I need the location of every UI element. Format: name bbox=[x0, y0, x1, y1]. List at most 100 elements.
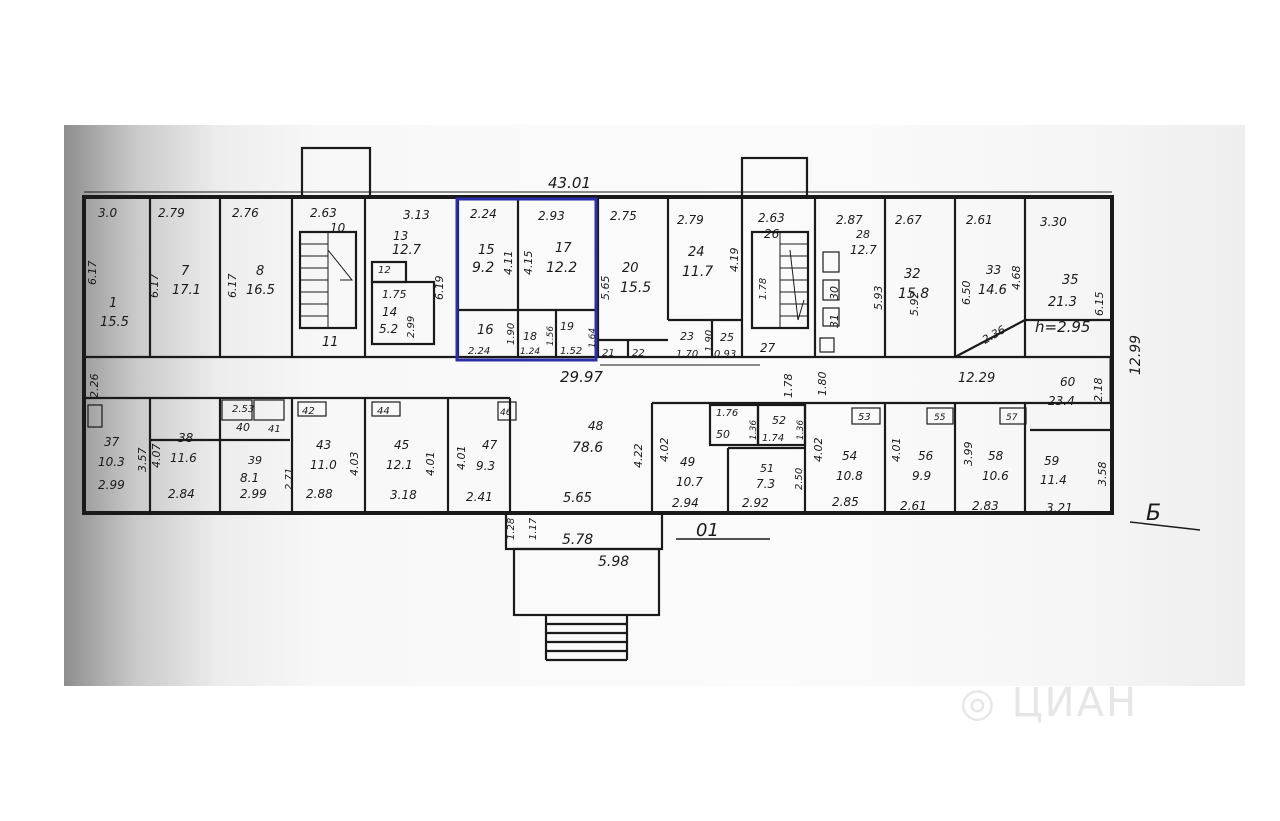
room-label-r14-d: 2.99 bbox=[406, 316, 417, 338]
room-label-r23-w: 1.70 bbox=[676, 349, 698, 360]
room-label-r1-no: 1 bbox=[109, 296, 117, 311]
room-label-r16-w: 2.24 bbox=[468, 346, 490, 357]
porch bbox=[512, 547, 661, 617]
corridor-length-right-label: 12.29 bbox=[958, 371, 995, 386]
room-label-r23-d: 1.90 bbox=[704, 330, 715, 352]
room-label-r25-no: 25 bbox=[720, 331, 734, 344]
room-label-r43-area: 11.0 bbox=[310, 458, 337, 472]
room-label-r39-area: 8.1 bbox=[240, 471, 259, 485]
room-label-r35-d: 6.15 bbox=[1093, 292, 1106, 317]
room-label-r45-w: 3.18 bbox=[390, 488, 417, 502]
room-label-r54-no: 54 bbox=[842, 449, 857, 463]
room-label-e-d1: 1.28 bbox=[506, 518, 517, 540]
room-label-r40-w: 2.53 bbox=[232, 404, 254, 415]
room-label-r57-no: 57 bbox=[1006, 413, 1018, 423]
room-label-r28-no: 28 bbox=[856, 228, 870, 241]
room-label-r26-d: 1.78 bbox=[758, 278, 769, 300]
room-label-r21-no: 21 bbox=[602, 348, 615, 359]
entrance-width-label: 5.78 bbox=[562, 532, 593, 548]
room-label-r52-no: 52 bbox=[772, 414, 786, 427]
room-label-r17-no: 17 bbox=[555, 241, 572, 256]
room-label-r33-w: 2.61 bbox=[966, 213, 993, 227]
room-label-r43-d: 4.03 bbox=[348, 452, 361, 477]
room-label-r54-area: 10.8 bbox=[836, 469, 863, 483]
room-label-r47-w: 2.41 bbox=[466, 490, 493, 504]
room-label-r26-w: 2.63 bbox=[758, 211, 785, 225]
room-label-r27-no: 27 bbox=[760, 341, 776, 355]
room-label-r32-area: 15.8 bbox=[898, 286, 929, 302]
floor-plan-scan bbox=[64, 125, 1245, 686]
room-label-r1-w: 3.0 bbox=[98, 206, 117, 220]
stair-projection-left bbox=[300, 146, 372, 199]
room-label-r26-no: 26 bbox=[764, 227, 780, 241]
room-label-r48-w: 5.65 bbox=[563, 491, 592, 506]
room-label-r56-d: 4.01 bbox=[890, 438, 903, 463]
room-label-e-d2: 1.17 bbox=[528, 517, 539, 540]
room-label-r52-w: 1.74 bbox=[762, 433, 784, 444]
room-label-r8-w: 2.76 bbox=[232, 206, 259, 220]
room-label-r39-w: 2.99 bbox=[240, 487, 267, 501]
room-label-r50-d: 1.36 bbox=[749, 420, 759, 440]
room-label-r10-no: 10 bbox=[330, 221, 346, 235]
room-label-r7-w: 2.79 bbox=[158, 206, 185, 220]
stair-left-treads bbox=[300, 232, 354, 328]
room-label-r38-d: 4.07 bbox=[150, 444, 163, 469]
room-label-r33-d: 6.50 bbox=[960, 281, 973, 306]
room-label-r33-no: 33 bbox=[986, 263, 1001, 277]
room-label-r15-no: 15 bbox=[478, 243, 495, 258]
room-label-r16-no: 16 bbox=[477, 323, 494, 338]
room-label-r13-area: 12.7 bbox=[392, 243, 422, 258]
room-label-r49-w: 2.94 bbox=[672, 496, 699, 510]
stair-right-treads bbox=[779, 232, 808, 328]
section-label-b: Б bbox=[1146, 501, 1161, 526]
room-label-r20-no: 20 bbox=[622, 261, 639, 276]
room-label-r18-d: 1.56 bbox=[546, 326, 556, 346]
room-label-r33-area: 14.6 bbox=[978, 283, 1007, 298]
room-label-c-w: 2.26 bbox=[88, 374, 101, 399]
room-label-r19-w: 1.52 bbox=[560, 346, 582, 357]
ceiling-height-label: h=2.95 bbox=[1035, 318, 1090, 336]
room-label-r34-w: 2.36 bbox=[980, 323, 1008, 347]
room-label-r15-w: 2.24 bbox=[470, 207, 497, 221]
room-label-r59-d: 3.58 bbox=[1096, 462, 1109, 487]
room-label-r52-d: 1.36 bbox=[796, 420, 806, 440]
room-label-r24-w: 2.79 bbox=[677, 213, 704, 227]
room-label-r30-no: 30 bbox=[828, 286, 841, 300]
room-label-r10-w: 2.63 bbox=[310, 206, 337, 220]
room-label-r56-w: 2.61 bbox=[900, 499, 927, 513]
room-label-r45-d: 4.01 bbox=[424, 452, 437, 477]
room-label-r8-d: 6.17 bbox=[226, 274, 239, 299]
room-label-r18-no: 18 bbox=[523, 330, 537, 343]
room-label-r39-d: 2.71 bbox=[284, 468, 295, 490]
room-label-r49-no: 49 bbox=[680, 455, 695, 469]
room-label-r46-no: 46 bbox=[500, 408, 512, 418]
room-label-r53-no: 53 bbox=[858, 412, 871, 423]
porch-steps bbox=[544, 615, 629, 662]
room-label-r41-no: 41 bbox=[268, 424, 281, 435]
room-label-c-d2: 1.80 bbox=[816, 372, 829, 397]
room-label-r13-w: 3.13 bbox=[403, 208, 430, 222]
room-label-r13-no: 13 bbox=[393, 229, 408, 243]
room-label-r32-d: 5.92 bbox=[908, 292, 921, 317]
room-label-r56-no: 56 bbox=[918, 449, 934, 463]
room-label-r14-no: 14 bbox=[382, 305, 397, 319]
room-label-r35-area: 21.3 bbox=[1048, 295, 1077, 310]
room-label-r54-d: 4.02 bbox=[812, 438, 825, 463]
room-label-r20-d: 5.65 bbox=[599, 276, 612, 301]
room-label-r17-w: 2.93 bbox=[538, 209, 565, 223]
room-label-r38-w: 2.84 bbox=[168, 487, 195, 501]
corridor-length-label: 29.97 bbox=[560, 368, 603, 386]
room-label-r22-no: 22 bbox=[632, 348, 645, 359]
room-label-r19-d: 1.64 bbox=[588, 328, 598, 348]
room-label-r28-d: 5.93 bbox=[872, 286, 885, 311]
room-label-r47-area: 9.3 bbox=[476, 459, 495, 473]
room-label-r18-w: 1.24 bbox=[520, 347, 540, 357]
walls bbox=[82, 146, 1201, 662]
room-label-r8-no: 8 bbox=[256, 264, 264, 279]
room-label-r14-area: 5.2 bbox=[379, 322, 398, 336]
room-label-r16-d: 1.90 bbox=[506, 323, 517, 345]
room-label-r13-d: 6.19 bbox=[433, 276, 446, 301]
room-label-r54-w: 2.85 bbox=[832, 495, 859, 509]
room-label-r32-no: 32 bbox=[904, 267, 921, 282]
